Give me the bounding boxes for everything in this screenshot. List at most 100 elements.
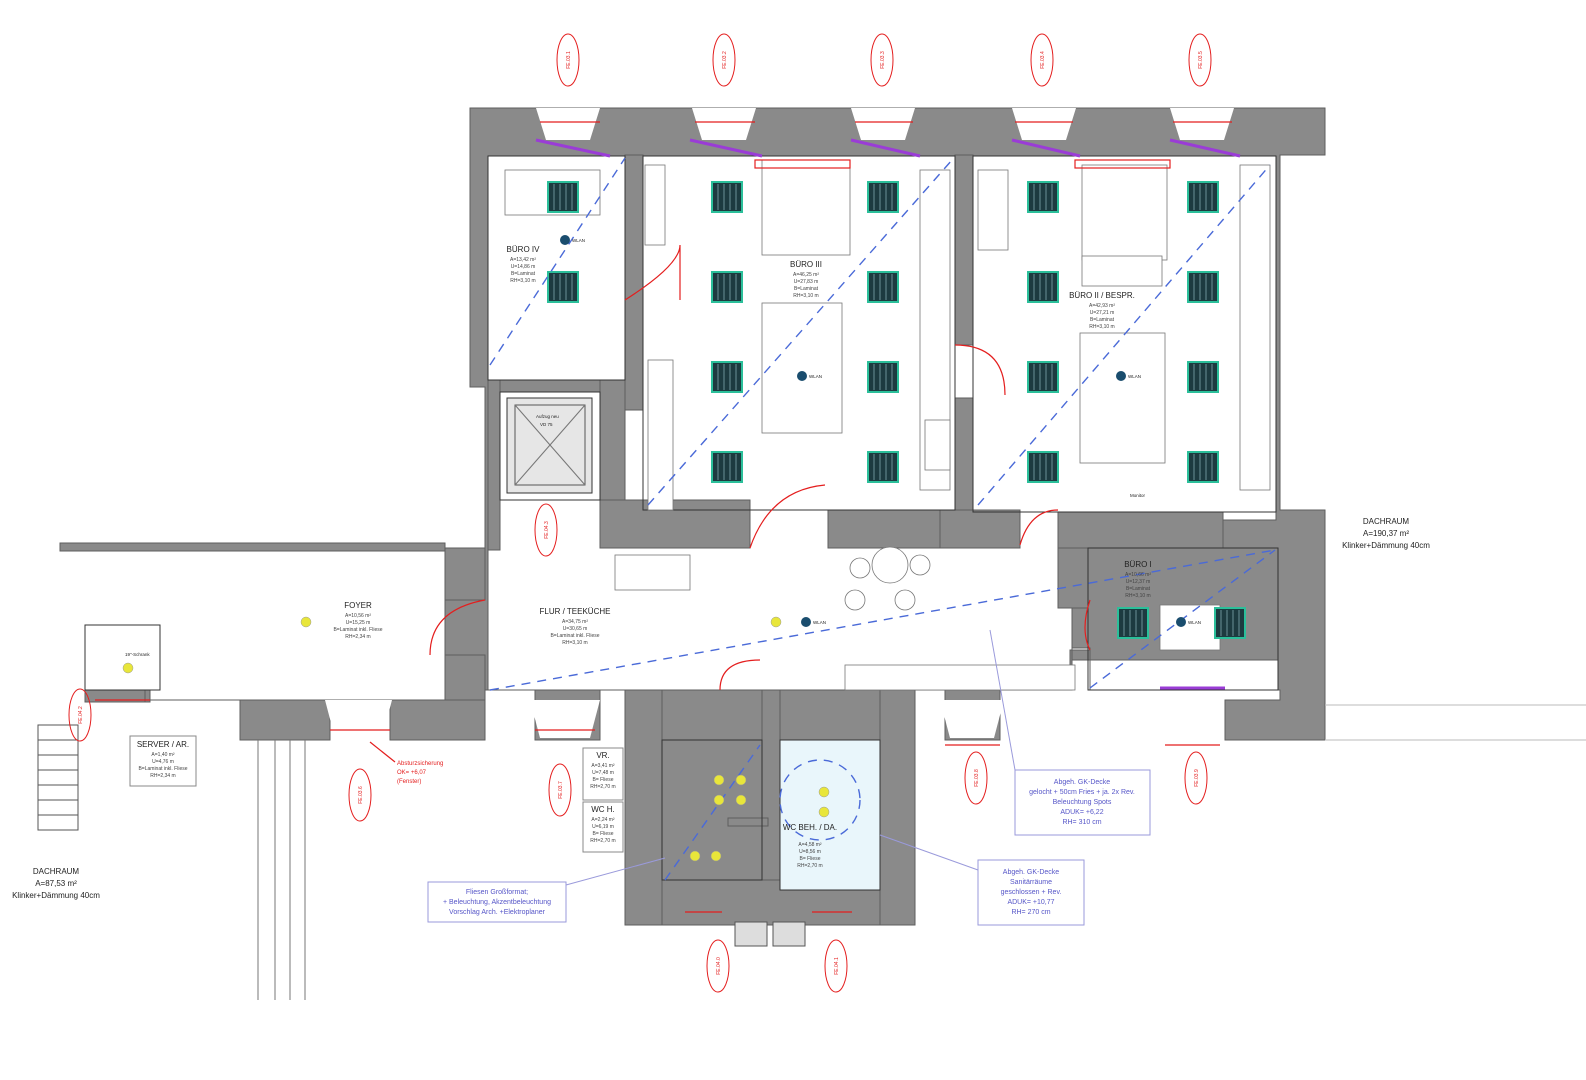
room-label-buero-ii: BÜRO II / BESPR. A=42,93 m² U=27,21 m B=… — [1069, 291, 1135, 330]
window-tag: FE.04.0 — [706, 939, 730, 993]
window-tag: FE.03.1 — [556, 33, 580, 87]
svg-text:RH=3,10 m: RH=3,10 m — [562, 640, 587, 646]
light-panel-icon — [547, 181, 579, 213]
note-tiles: Fliesen Großformat; + Beleuchtung, Akzen… — [427, 857, 666, 923]
svg-text:Absturzsicherung: Absturzsicherung — [397, 761, 443, 767]
svg-text:FE.03.8: FE.03.8 — [974, 769, 980, 787]
svg-text:FE.04.2: FE.04.2 — [78, 706, 84, 724]
wlan-icon: WLAN — [1116, 371, 1141, 381]
svg-text:BÜRO III: BÜRO III — [790, 260, 822, 269]
light-panel-icon — [711, 361, 743, 393]
svg-text:WLAN: WLAN — [809, 374, 822, 379]
svg-text:RH= 310 cm: RH= 310 cm — [1062, 819, 1101, 826]
room-label-foyer: FOYER A=10,56 m² U=15,25 m B=Laminat ink… — [333, 601, 382, 640]
svg-text:B=Laminat: B=Laminat — [794, 286, 819, 292]
svg-text:RH=3,10 m: RH=3,10 m — [793, 293, 818, 299]
room-label-server: SERVER / AR. A=1,40 m² U=4,76 m B=Lamina… — [129, 735, 197, 787]
svg-text:+ Beleuchtung, Akzentbeleuchtu: + Beleuchtung, Akzentbeleuchtung — [443, 899, 551, 906]
note-ceiling-spots: Abgeh. GK-Decke gelocht + 50cm Fries + j… — [989, 629, 1151, 836]
svg-text:U=12,37 m: U=12,37 m — [1126, 579, 1151, 585]
wlan-icon: WLAN — [1176, 617, 1201, 627]
svg-text:VR.: VR. — [596, 751, 609, 760]
window-tag: FE.03.6 — [348, 768, 372, 822]
svg-text:RH=2,70 m: RH=2,70 m — [590, 838, 615, 844]
svg-text:B=Laminat inkl. Fliese: B=Laminat inkl. Fliese — [550, 633, 599, 639]
light-panel-icon — [711, 181, 743, 213]
light-panel-icon — [867, 451, 899, 483]
light-panel-icon — [867, 361, 899, 393]
svg-text:WLAN: WLAN — [1128, 374, 1141, 379]
lift: Aufzug neu VD 75 — [506, 397, 593, 494]
spot-lights — [122, 616, 830, 862]
svg-text:FE.03.5: FE.03.5 — [1198, 51, 1204, 69]
svg-text:FE.03.4: FE.03.4 — [1040, 51, 1046, 69]
svg-text:U=27,21 m: U=27,21 m — [1090, 310, 1115, 316]
svg-text:A=46,25 m²: A=46,25 m² — [793, 272, 819, 278]
light-panel-icon — [1027, 361, 1059, 393]
svg-text:RH= 270 cm: RH= 270 cm — [1011, 909, 1050, 916]
svg-text:A=10,56 m²: A=10,56 m² — [345, 613, 371, 619]
window-tag: FE.04.3 — [534, 503, 558, 557]
lift-label-1: Aufzug neu — [536, 414, 559, 419]
dachraum-left-label: DACHRAUM A=87,53 m² Klinker+Dämmung 40cm — [12, 867, 100, 900]
svg-text:FE.03.1: FE.03.1 — [566, 51, 572, 69]
light-panel-icon — [1187, 451, 1219, 483]
room-label-wc-h: WC H. A=2,24 m² U=6,19 m B= Fliese RH=2,… — [582, 801, 624, 853]
light-panel-icon — [711, 451, 743, 483]
svg-text:geschlossen + Rev.: geschlossen + Rev. — [1001, 889, 1062, 896]
svg-text:RH=2,34 m: RH=2,34 m — [345, 634, 370, 640]
svg-text:RH=2,34 m: RH=2,34 m — [150, 773, 175, 779]
light-panel-icon — [1027, 451, 1059, 483]
window-tag: FE.04.1 — [824, 939, 848, 993]
svg-text:A=13,42 m²: A=13,42 m² — [510, 257, 536, 263]
svg-text:U=30,65 m: U=30,65 m — [563, 626, 588, 632]
light-panel-icon — [1187, 361, 1219, 393]
svg-text:Beleuchtung Spots: Beleuchtung Spots — [1053, 799, 1112, 806]
svg-text:U=15,25 m: U=15,25 m — [346, 620, 371, 626]
room-label-vr: VR. A=3,41 m² U=7,48 m B= Fliese RH=2,70… — [582, 747, 624, 801]
note-ceiling-sanitary: Abgeh. GK-Decke Sanitärräume geschlossen… — [879, 834, 1085, 926]
window-tag: FE.03.5 — [1188, 33, 1212, 87]
svg-text:Vorschlag Arch. +Elektroplaner: Vorschlag Arch. +Elektroplaner — [449, 909, 546, 916]
svg-text:RH=2,70 m: RH=2,70 m — [590, 784, 615, 790]
svg-text:BÜRO I: BÜRO I — [1124, 560, 1152, 569]
svg-text:A=42,93 m²: A=42,93 m² — [1089, 303, 1115, 309]
svg-text:A=4,58 m²: A=4,58 m² — [798, 842, 822, 848]
dachraum-right-label: DACHRAUM A=190,37 m² Klinker+Dämmung 40c… — [1342, 517, 1430, 550]
window-tag: FE.03.7 — [548, 763, 572, 817]
svg-text:BÜRO IV: BÜRO IV — [507, 245, 541, 254]
svg-text:WC H.: WC H. — [591, 805, 615, 814]
wlan-icon: WLAN — [797, 371, 822, 381]
svg-text:B=Laminat: B=Laminat — [511, 271, 536, 277]
svg-text:FE.04.0: FE.04.0 — [716, 957, 722, 975]
svg-text:U=8,56 m: U=8,56 m — [799, 849, 821, 855]
svg-text:Fliesen Großformat;: Fliesen Großformat; — [466, 889, 528, 896]
svg-text:B= Fliese: B= Fliese — [593, 777, 614, 783]
svg-text:FE.04.3: FE.04.3 — [544, 521, 550, 539]
room-label-buero-i: BÜRO I A=10,66 m² U=12,37 m B=Laminat RH… — [1124, 560, 1152, 599]
svg-text:Klinker+Dämmung 40cm: Klinker+Dämmung 40cm — [12, 891, 100, 900]
svg-text:A=34,75 m²: A=34,75 m² — [562, 619, 588, 625]
svg-text:gelocht + 50cm Fries + ja. 2x: gelocht + 50cm Fries + ja. 2x Rev. — [1029, 789, 1135, 796]
server-rack-label: 19"-Schrank — [125, 652, 150, 657]
svg-text:FE.03.9: FE.03.9 — [1194, 769, 1200, 787]
wlan-icon: WLAN — [560, 235, 585, 245]
window-tag: FE.03.9 — [1184, 751, 1208, 805]
svg-text:FE.03.3: FE.03.3 — [880, 51, 886, 69]
svg-text:SERVER / AR.: SERVER / AR. — [137, 740, 189, 749]
wlan-icon: WLAN — [801, 617, 826, 627]
svg-text:WLAN: WLAN — [1188, 620, 1201, 625]
svg-text:Sanitärräume: Sanitärräume — [1010, 879, 1052, 886]
svg-text:Abgeh. GK-Decke: Abgeh. GK-Decke — [1003, 869, 1060, 876]
svg-text:FOYER: FOYER — [344, 601, 372, 610]
svg-text:Klinker+Dämmung 40cm: Klinker+Dämmung 40cm — [1342, 541, 1430, 550]
svg-text:U=6,19 m: U=6,19 m — [592, 824, 614, 830]
svg-text:A=2,24 m²: A=2,24 m² — [591, 817, 615, 823]
room-labels: BÜRO IV A=13,42 m² U=14,86 m B=Laminat R… — [129, 245, 1152, 869]
lift-label-2: VD 75 — [540, 422, 553, 427]
light-panel-icon — [1187, 271, 1219, 303]
light-panel-icon — [1117, 607, 1149, 639]
room-label-buero-iv: BÜRO IV A=13,42 m² U=14,86 m B=Laminat R… — [507, 245, 541, 284]
